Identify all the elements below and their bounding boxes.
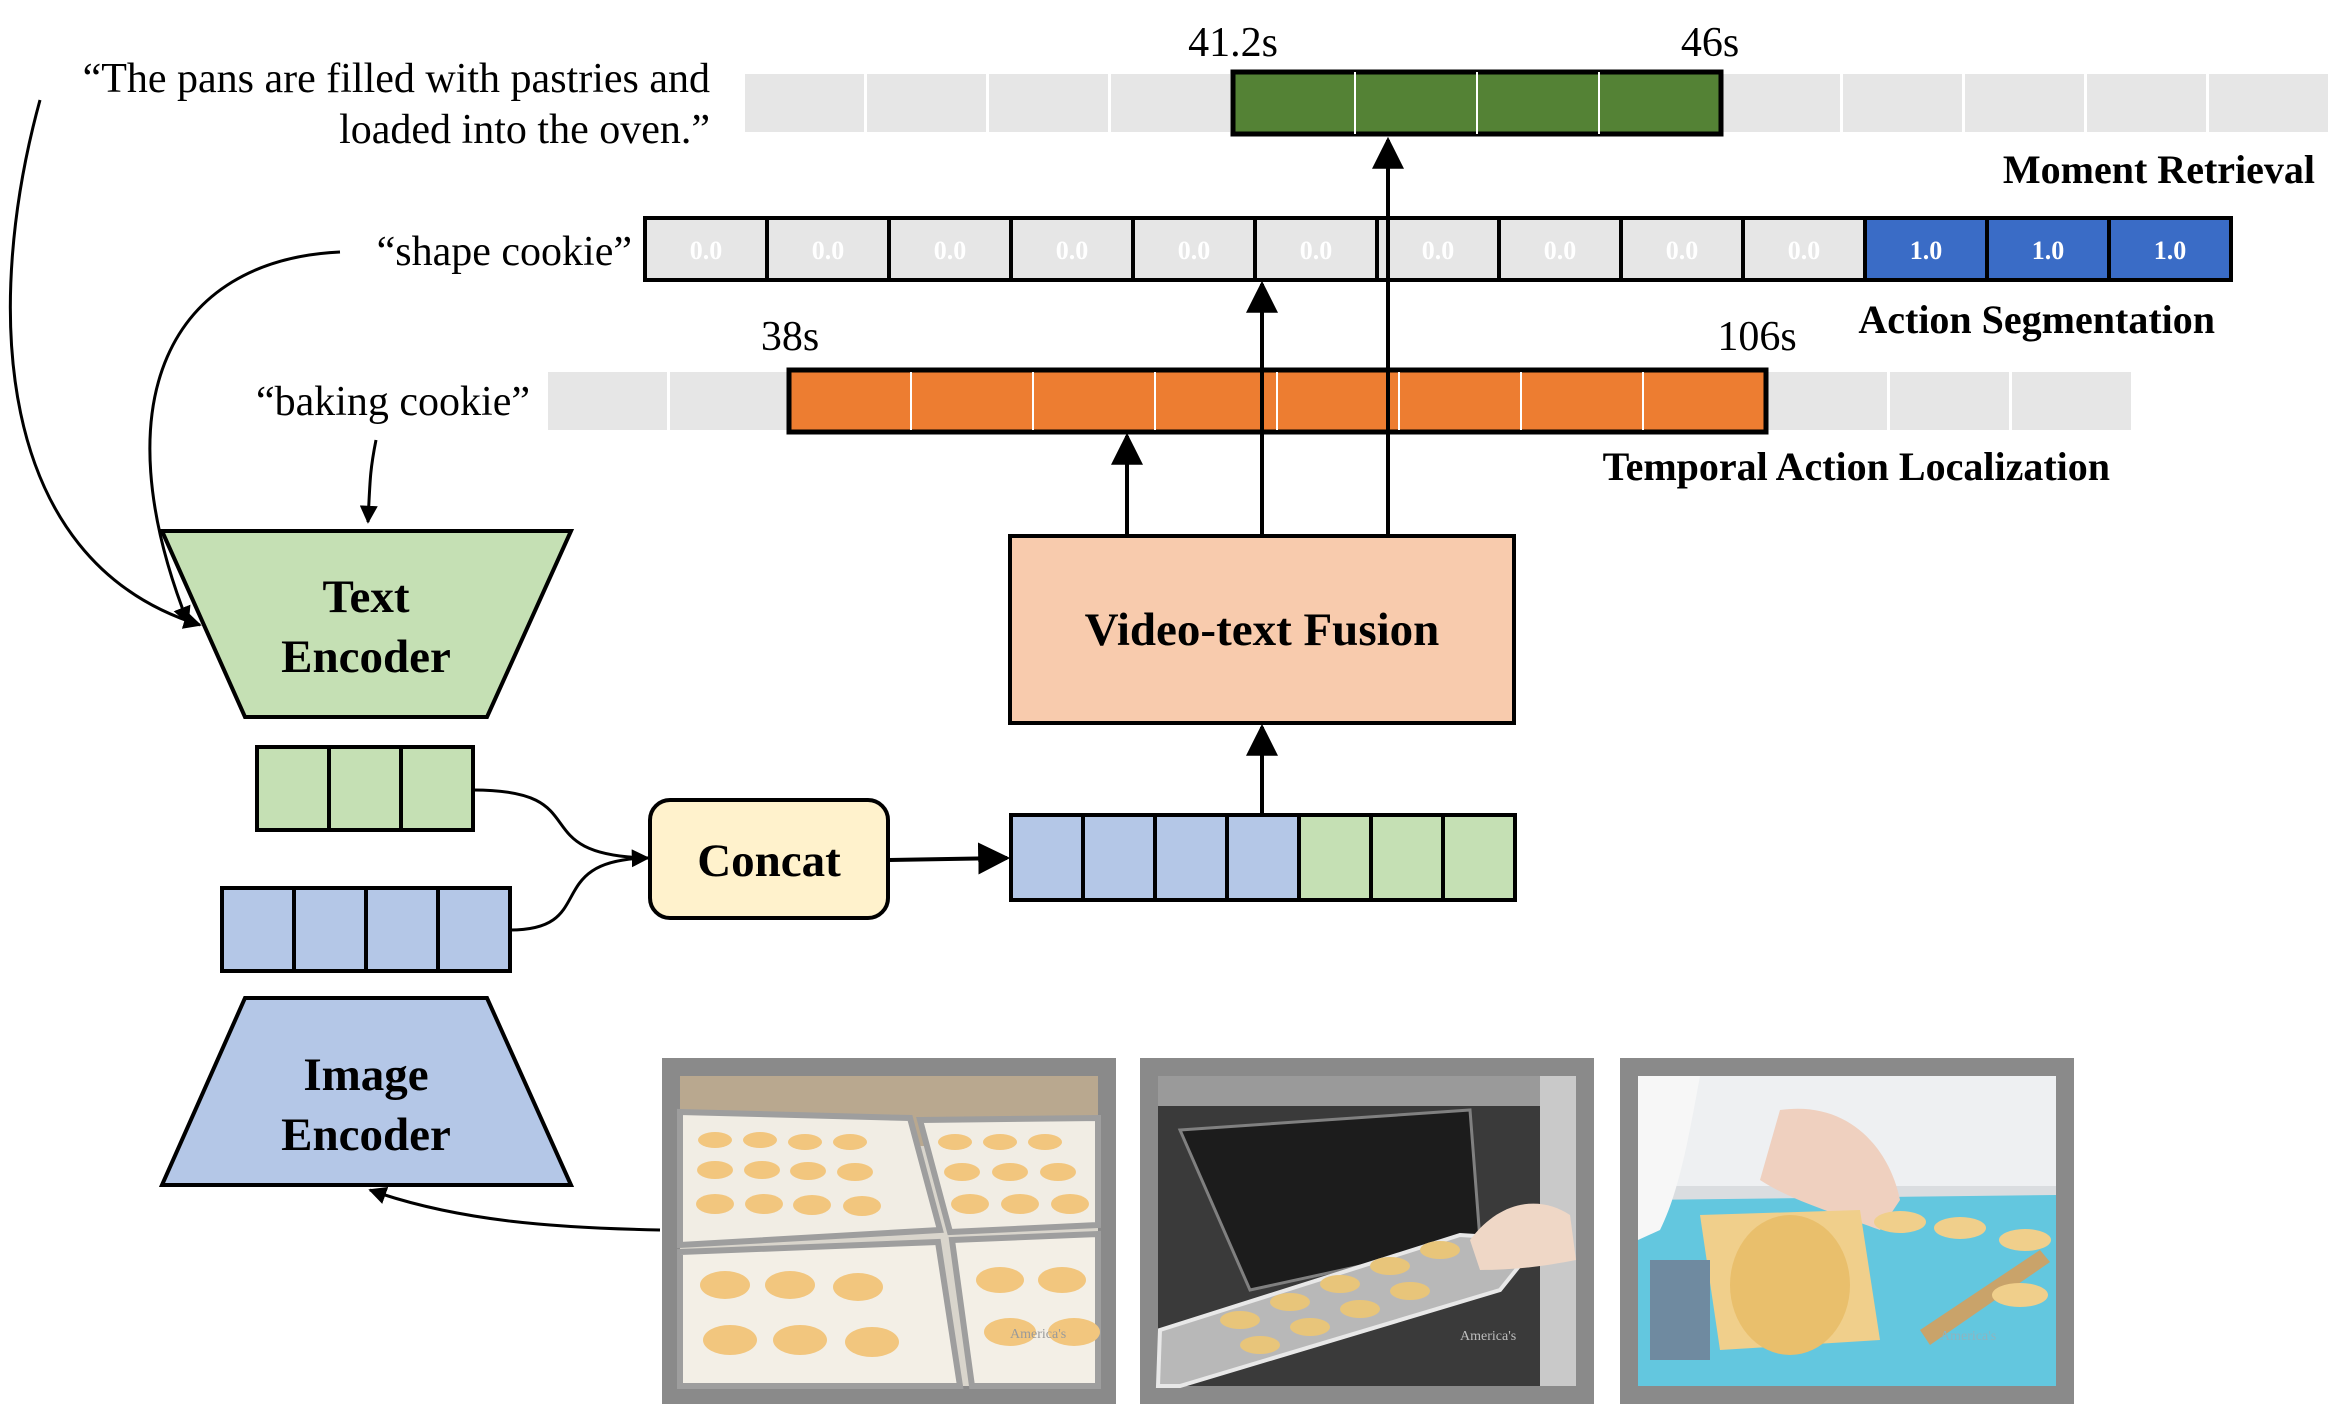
- timeline-cell: [745, 74, 864, 132]
- text-encoder-label-line1: Text: [322, 571, 409, 623]
- segmentation-score: 0.0: [1788, 236, 1821, 265]
- tal-end-label: 106s: [1717, 314, 1796, 360]
- segmentation-cell: [1131, 216, 1257, 282]
- concat-label: Concat: [697, 835, 841, 887]
- concat-block: Concat: [648, 798, 890, 920]
- moment-retrieval-title: Moment Retrieval: [2003, 147, 2315, 192]
- segmentation-cell: [1985, 216, 2111, 282]
- timeline-cell: [1843, 74, 1962, 132]
- oven-tray-frame: America's: [1140, 1058, 1594, 1404]
- text-tokens-to-concat: [472, 788, 649, 860]
- tal-title: Temporal Action Localization: [1603, 444, 2110, 489]
- timeline-cell: [1768, 372, 1887, 430]
- timeline-cell: [2087, 74, 2206, 132]
- fused-tokens: [1009, 813, 1517, 902]
- image-token: [364, 886, 440, 973]
- segmentation-score: 0.0: [1544, 236, 1577, 265]
- segmentation-score: 0.0: [1422, 236, 1455, 265]
- fused-text-token: [1369, 813, 1445, 902]
- tal-bar-dividers: [910, 372, 1644, 430]
- segmentation-score: 0.0: [1056, 236, 1089, 265]
- segmentation-score: 0.0: [1178, 236, 1211, 265]
- segmentation-cell: [1253, 216, 1379, 282]
- segmentation-score: 0.0: [1300, 236, 1333, 265]
- action-segmentation-title: Action Segmentation: [1858, 297, 2215, 342]
- timeline-cell: [1111, 74, 1230, 132]
- segmentation-cell: [1375, 216, 1501, 282]
- fused-image-token: [1009, 813, 1085, 902]
- frame-watermark: America's: [1010, 1327, 1066, 1342]
- timeline-cell: [2012, 372, 2131, 430]
- text-token: [327, 745, 403, 832]
- moment-query-arrow: [8, 99, 202, 629]
- segmentation-cell: [765, 216, 891, 282]
- baking-cookie-caption: “baking cookie”: [256, 379, 530, 425]
- action-segmentation-cells: 0.0 0.0 0.0 0.0 0.0 0.0 0.0 0.0 0.0 0.0 1.0 1.0 1.0: [643, 216, 2233, 282]
- baking-cookie-arrow: [359, 439, 378, 524]
- image-tokens: [220, 886, 512, 973]
- shape-cookie-caption: “shape cookie”: [377, 229, 632, 275]
- tal-start-label: 38s: [761, 314, 819, 360]
- moment-start-label: 41.2s: [1188, 20, 1278, 66]
- image-token: [220, 886, 296, 973]
- fused-text-token: [1441, 813, 1517, 902]
- timeline-cell: [989, 74, 1108, 132]
- segmentation-score: 1.0: [2032, 236, 2065, 265]
- segmentation-score: 0.0: [812, 236, 845, 265]
- image-token: [436, 886, 512, 973]
- video-frames: America's America's: [662, 1058, 2074, 1404]
- fused-text-token: [1297, 813, 1373, 902]
- moment-query-line2: loaded into the oven.”: [339, 107, 710, 153]
- moment-retrieval-row: 41.2s 46s Moment Retrieval: [745, 20, 2328, 192]
- slicing-dough-frame: America's: [1620, 1058, 2074, 1404]
- timeline-cell: [2209, 74, 2328, 132]
- text-encoder-label-line2: Encoder: [281, 631, 451, 683]
- segmentation-score: 0.0: [934, 236, 967, 265]
- fused-image-token: [1225, 813, 1301, 902]
- timeline-cell: [1965, 74, 2084, 132]
- timeline-cell: [867, 74, 986, 132]
- segmentation-cell: [1619, 216, 1745, 282]
- segmentation-score: 0.0: [690, 236, 723, 265]
- timeline-cell: [670, 372, 789, 430]
- video-text-fusion-block: Video-text Fusion: [1008, 534, 1516, 725]
- concat-to-tokens-arrow: [887, 842, 1011, 875]
- fused-image-token: [1081, 813, 1157, 902]
- frame-watermark: America's: [1940, 1329, 1996, 1344]
- segmentation-score: 0.0: [1666, 236, 1699, 265]
- image-encoder-label-line2: Encoder: [281, 1109, 451, 1161]
- frame-watermark: America's: [1460, 1329, 1516, 1344]
- segmentation-cell: [643, 216, 769, 282]
- image-token: [292, 886, 368, 973]
- segmentation-cell: [2107, 216, 2233, 282]
- shape-cookie-arrow: [148, 250, 341, 625]
- image-tokens-to-concat: [509, 849, 650, 932]
- cookie-trays-frame: America's: [662, 1058, 1116, 1404]
- segmentation-score: 1.0: [2154, 236, 2187, 265]
- text-token: [399, 745, 475, 832]
- segmentation-cell: [1863, 216, 1989, 282]
- image-encoder-label-line1: Image: [303, 1049, 428, 1101]
- fused-image-token: [1153, 813, 1229, 902]
- timeline-cell: [1890, 372, 2009, 430]
- segmentation-cell: [1497, 216, 1623, 282]
- temporal-action-localization-row: 38s 106s Temporal Action Localization: [548, 314, 2131, 489]
- text-tokens: [255, 745, 475, 832]
- moment-end-label: 46s: [1681, 20, 1739, 66]
- segmentation-cell: [887, 216, 1013, 282]
- timeline-cell: [1721, 74, 1840, 132]
- image-encoder: Image Encoder: [158, 996, 575, 1187]
- segmentation-score: 1.0: [1910, 236, 1943, 265]
- text-token: [255, 745, 331, 832]
- fusion-label: Video-text Fusion: [1085, 604, 1440, 656]
- frames-to-encoder-arrow: [368, 1186, 661, 1232]
- text-encoder: Text Encoder: [158, 529, 575, 719]
- segmentation-cell: [1009, 216, 1135, 282]
- timeline-cell: [548, 372, 667, 430]
- moment-query-line1: “The pans are filled with pastries and: [83, 56, 710, 102]
